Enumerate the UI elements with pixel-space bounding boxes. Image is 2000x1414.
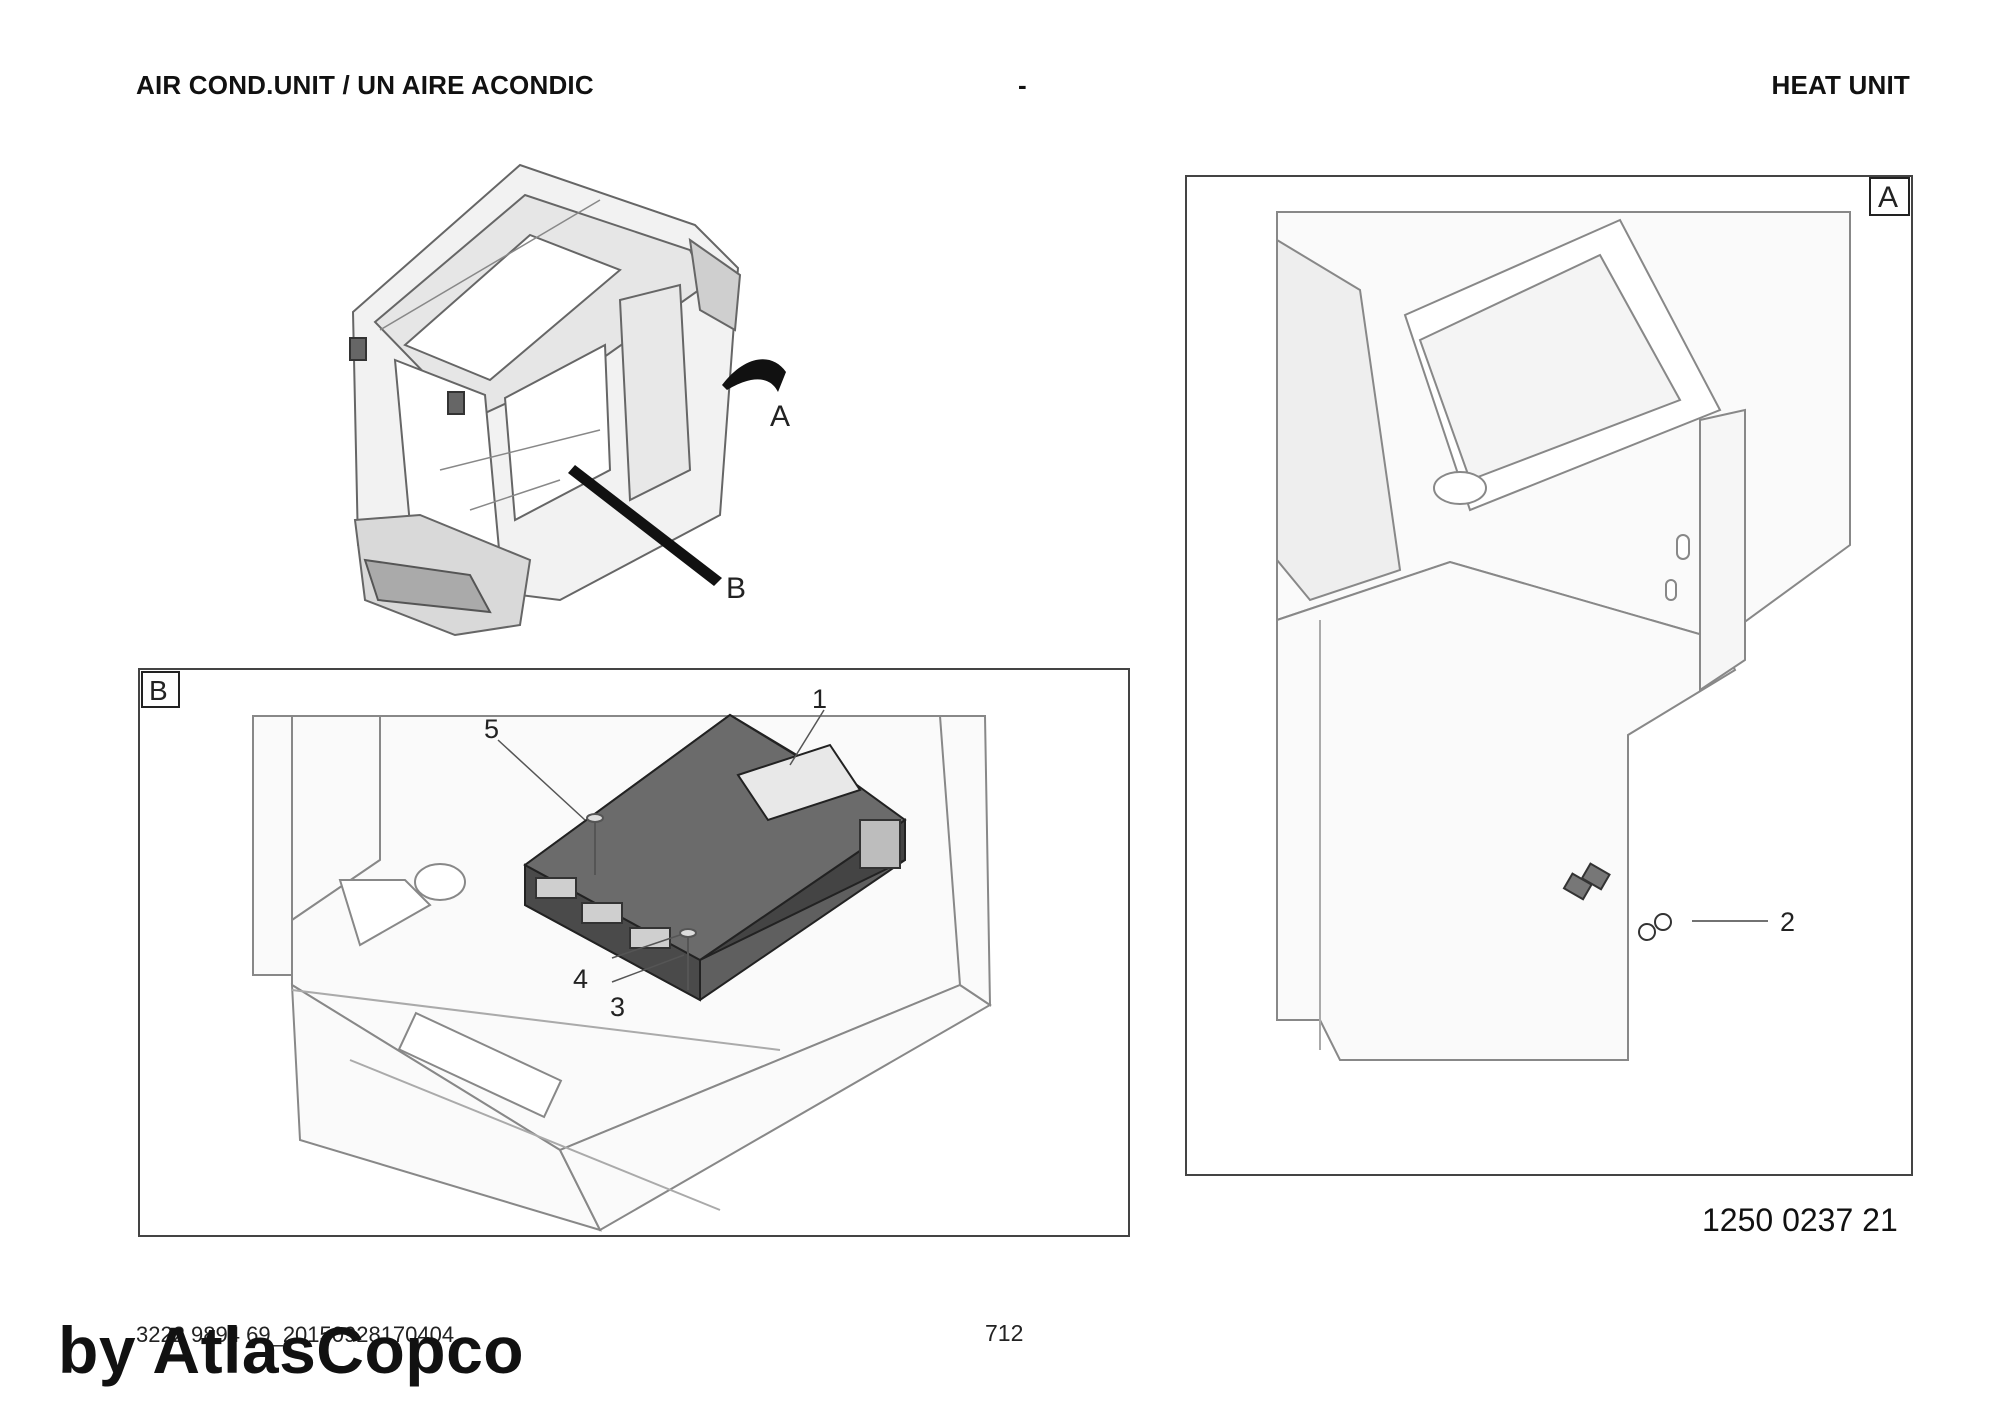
- detail-b-label-box: [141, 671, 180, 708]
- document-id: 3222 9894 69_20150928170404: [136, 1322, 455, 1347]
- detail-a-label: A: [1878, 181, 1898, 214]
- detail-a-frame: [1185, 175, 1913, 1176]
- hose-connector-icon: [1562, 862, 1672, 941]
- detail-b-label: B: [149, 675, 168, 706]
- view-b-arrow-icon: [568, 465, 722, 586]
- bolt-icon: [586, 813, 697, 990]
- view-a-arrow-icon: [722, 359, 786, 392]
- overview-callout-b: B: [726, 572, 746, 605]
- brand-watermark: by AtlasCopco: [58, 1313, 525, 1387]
- header-title-right: HEAT UNIT: [1771, 70, 1910, 100]
- header-title-left: AIR COND.UNIT / UN AIRE ACONDIC: [136, 70, 594, 100]
- drawing-number: 1250 0237 21: [1702, 1202, 1898, 1238]
- heat-unit-illustration: [523, 713, 907, 1002]
- part-number-4: 4: [573, 964, 588, 994]
- cab-side-illustration: [1276, 211, 1851, 1061]
- detail-b-leader-lines: [497, 709, 825, 983]
- cab-overview-illustration: [349, 163, 742, 637]
- detail-a-label-box: [1869, 177, 1910, 216]
- detail-b-frame: [138, 668, 1130, 1237]
- header-title-center: -: [1018, 70, 1027, 100]
- part-number-1: 1: [812, 684, 827, 714]
- overview-callout-a: A: [770, 400, 790, 433]
- page-number: 712: [985, 1320, 1024, 1346]
- part-number-2: 2: [1780, 907, 1795, 937]
- part-number-5: 5: [484, 714, 499, 744]
- cab-floor-illustration: [252, 715, 992, 1232]
- part-number-3: 3: [610, 992, 625, 1022]
